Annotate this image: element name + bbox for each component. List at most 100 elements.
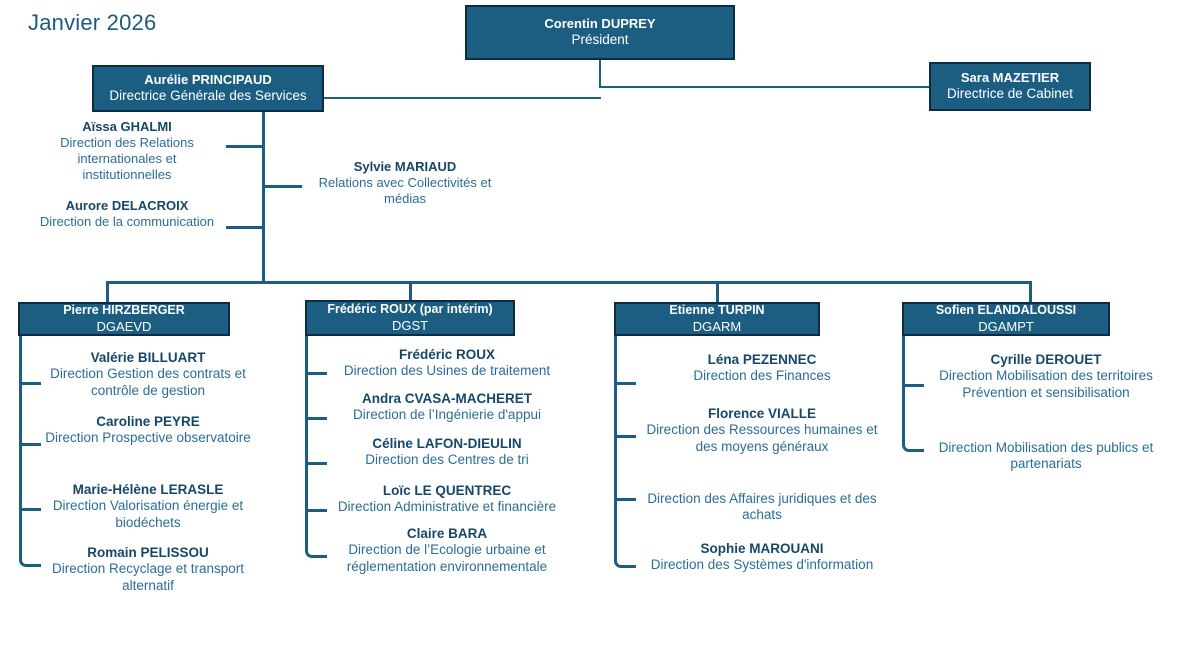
item-direction: Direction des Ressources humaines et des… <box>646 422 878 454</box>
connector-stub-dgst-1 <box>305 372 327 375</box>
item-name: Loïc LE QUENTREC <box>382 483 512 498</box>
connector-president-to-cabinet <box>599 86 931 88</box>
department-item-dgaevd-3[interactable]: Marie-Hélène LERASLE Direction Valorisat… <box>42 482 254 531</box>
item-direction: Direction des Usines de traitement <box>343 363 551 379</box>
node-president-role: Président <box>571 32 629 48</box>
connector-spine-dgampt <box>902 336 924 452</box>
node-dgs-role: Directrice Générale des Services <box>109 88 307 104</box>
connector-stub-dgaevd-3 <box>19 508 41 511</box>
connector-stub-dgaevd-2 <box>19 443 41 446</box>
department-head-name: Pierre HIRZBERGER <box>63 303 185 318</box>
department-item-dgst-3[interactable]: Céline LAFON-DIEULIN Direction des Centr… <box>329 436 565 469</box>
item-direction: Direction de l’Ecologie urbaine et régle… <box>346 542 548 574</box>
connector-stub-dgarm-2 <box>614 435 636 438</box>
department-head-role: DGAEVD <box>96 318 152 334</box>
staff-name: Sylvie MARIAUD <box>353 159 457 174</box>
node-department-dgampt[interactable]: Sofien ELANDALOUSSI DGAMPT <box>902 302 1110 336</box>
staff-direction: Direction des Relations internationales … <box>60 134 194 182</box>
staff-name: Aurore DELACROIX <box>65 198 189 213</box>
department-item-dgarm-2[interactable]: Florence VIALLE Direction des Ressources… <box>634 406 890 455</box>
department-item-dgaevd-4[interactable]: Romain PELISSOU Direction Recyclage et t… <box>42 545 254 594</box>
connector-dgs-to-president <box>324 97 601 99</box>
connector-dgs-spine <box>262 112 265 283</box>
connector-spine-dgaevd <box>19 336 41 567</box>
connector-stub-dgarm-3 <box>614 498 636 501</box>
department-item-dgst-4[interactable]: Loïc LE QUENTREC Direction Administrativ… <box>329 483 565 516</box>
item-direction: Direction Recyclage et transport alterna… <box>51 561 245 593</box>
connector-stub-dgampt-1 <box>902 384 924 387</box>
connector-drop-dgaevd <box>106 281 109 303</box>
node-department-dgarm[interactable]: Etienne TURPIN DGARM <box>614 302 820 336</box>
connector-spine-dgst <box>305 336 327 558</box>
node-dgs-name: Aurélie PRINCIPAUD <box>144 71 272 87</box>
item-direction: Direction Mobilisation des territoires P… <box>939 368 1153 400</box>
item-direction: Direction Administrative et financière <box>337 499 557 515</box>
department-item-dgarm-4[interactable]: Sophie MAROUANI Direction des Systèmes d… <box>634 541 890 574</box>
connector-drop-dgst <box>409 281 412 303</box>
department-item-dgaevd-1[interactable]: Valérie BILLUART Direction Gestion des c… <box>42 350 254 399</box>
item-direction: Direction Mobilisation des publics et pa… <box>938 440 1154 472</box>
staff-item-mariaud[interactable]: Sylvie MARIAUD Relations avec Collectivi… <box>310 159 500 207</box>
item-direction: Direction des Centres de tri <box>365 452 529 468</box>
item-name: Claire BARA <box>406 526 488 541</box>
node-president-name: Corentin DUPREY <box>544 15 656 31</box>
item-direction: Direction des Systèmes d'information <box>650 557 874 573</box>
connector-stub-dgst-4 <box>305 509 327 512</box>
item-name: Romain PELISSOU <box>87 545 209 560</box>
staff-item-ghalmi[interactable]: Aïssa GHALMI Direction des Relations int… <box>32 119 222 182</box>
department-head-name: Sofien ELANDALOUSSI <box>935 303 1077 318</box>
item-direction: Direction des Finances <box>693 368 831 384</box>
connector-spine-dgarm <box>614 336 636 568</box>
department-item-dgst-5[interactable]: Claire BARA Direction de l’Ecologie urba… <box>322 526 572 575</box>
department-item-dgaevd-2[interactable]: Caroline PEYRE Direction Prospective obs… <box>42 414 254 447</box>
item-direction: Direction des Affaires juridiques et des… <box>647 491 877 523</box>
item-name: Frédéric ROUX <box>398 347 496 362</box>
department-item-dgampt-2[interactable]: Direction Mobilisation des publics et pa… <box>918 440 1174 473</box>
connector-drop-dgampt <box>1029 281 1032 303</box>
connector-stub-dgarm-1 <box>614 382 636 385</box>
department-head-role: DGST <box>391 317 429 333</box>
item-name: Andra CVASA-MACHERET <box>361 391 532 406</box>
department-head-name: Etienne TURPIN <box>669 303 765 318</box>
node-cabinet-name: Sara MAZETIER <box>960 69 1060 85</box>
node-department-dgaevd[interactable]: Pierre HIRZBERGER DGAEVD <box>18 302 230 336</box>
item-direction: Direction Valorisation énergie et biodéc… <box>52 498 244 530</box>
department-item-dgarm-3[interactable]: Direction des Affaires juridiques et des… <box>638 491 886 524</box>
item-name: Caroline PEYRE <box>96 414 200 429</box>
item-name: Léna PEZENNEC <box>707 352 817 367</box>
item-direction: Direction de l’Ingénierie d'appui <box>353 407 541 423</box>
department-head-role: DGAMPT <box>978 318 1034 334</box>
department-item-dgarm-1[interactable]: Léna PEZENNEC Direction des Finances <box>640 352 884 385</box>
connector-department-bus <box>106 281 1031 284</box>
staff-direction: Relations avec Collectivités et médias <box>318 174 492 206</box>
item-name: Céline LAFON-DIEULIN <box>372 436 522 451</box>
connector-president-down <box>599 60 601 88</box>
connector-staff-stub-delacroix <box>226 226 264 229</box>
item-name: Valérie BILLUART <box>90 350 206 365</box>
department-head-name: Frédéric ROUX (par intérim) <box>327 302 493 317</box>
item-direction: Direction Prospective observatoire <box>45 430 251 446</box>
connector-stub-dgaevd-1 <box>19 382 41 385</box>
staff-direction: Direction de la communication <box>39 213 215 229</box>
staff-name: Aïssa GHALMI <box>82 119 172 134</box>
node-cabinet[interactable]: Sara MAZETIER Directrice de Cabinet <box>929 62 1091 111</box>
connector-stub-dgst-2 <box>305 417 327 420</box>
connector-staff-stub-ghalmi <box>226 145 264 148</box>
department-item-dgst-1[interactable]: Frédéric ROUX Direction des Usines de tr… <box>329 347 565 380</box>
node-president[interactable]: Corentin DUPREY Président <box>465 5 735 60</box>
connector-staff-stub-mariaud <box>262 185 302 188</box>
staff-item-delacroix[interactable]: Aurore DELACROIX Direction de la communi… <box>32 198 222 230</box>
department-item-dgst-2[interactable]: Andra CVASA-MACHERET Direction de l’Ingé… <box>329 391 565 424</box>
department-item-dgampt-1[interactable]: Cyrille DEROUET Direction Mobilisation d… <box>925 352 1167 401</box>
department-head-role: DGARM <box>692 318 742 334</box>
connector-stub-dgst-3 <box>305 462 327 465</box>
item-name: Cyrille DEROUET <box>990 352 1102 367</box>
node-dgs[interactable]: Aurélie PRINCIPAUD Directrice Générale d… <box>92 65 324 112</box>
item-name: Florence VIALLE <box>707 406 817 421</box>
item-name: Marie-Hélène LERASLE <box>72 482 224 497</box>
connector-drop-dgarm <box>716 281 719 303</box>
item-direction: Direction Gestion des contrats et contrô… <box>50 366 246 398</box>
node-department-dgst[interactable]: Frédéric ROUX (par intérim) DGST <box>305 300 515 336</box>
node-cabinet-role: Directrice de Cabinet <box>946 86 1074 102</box>
